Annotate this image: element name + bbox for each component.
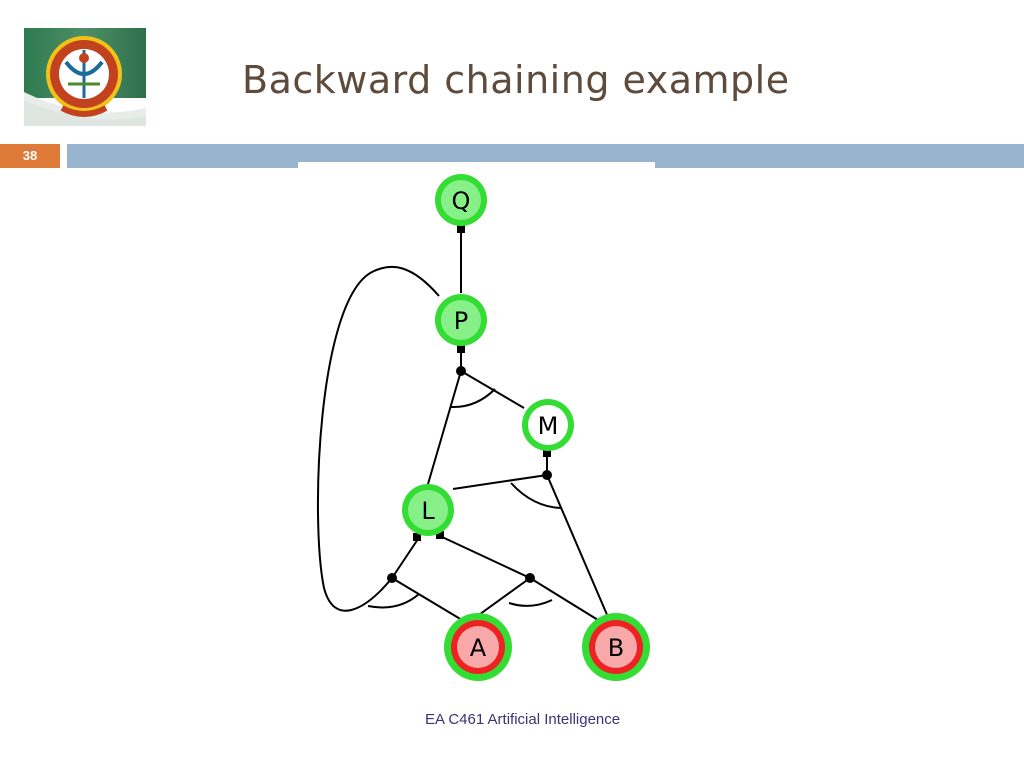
node-a-label: A [470,634,487,662]
arrowhead-l-right [436,531,444,539]
node-m-core [528,405,568,445]
node-l-core [408,490,448,530]
node-q-core [441,180,481,220]
and-junction-l-right [525,573,535,583]
edge-l-to-p-junction [427,370,462,485]
junction-layer [387,366,552,583]
node-b: B [582,613,650,681]
and-junction-p [456,366,466,376]
arrowhead-p [457,345,465,353]
institute-logo [24,28,146,126]
node-p-label: P [454,307,468,335]
edge-m-to-p-junction [460,370,525,409]
node-b-label: B [608,634,624,662]
edge-junction-to-l-right [439,535,531,579]
arrowhead-m [543,449,551,457]
node-q-label: Q [452,187,471,215]
node-m-label: M [538,412,559,440]
arrowhead-l-left [413,533,421,541]
and-arc-m [510,482,562,509]
slide-footer: EA C461 Artificial Intelligence [425,711,621,728]
node-q: Q [435,174,487,226]
and-arc-l-left [367,593,420,609]
slide-number: 38 [0,144,60,168]
node-p: P [435,294,487,346]
arrowhead-q [457,225,465,233]
node-p-core [441,300,481,340]
diagram-backdrop [298,162,655,692]
and-arc-l-right [508,599,553,607]
edge-p-loop-to-l-left-junction [316,265,440,612]
node-m: M [522,399,574,451]
node-a-core [457,626,499,668]
node-b-core [595,626,637,668]
edge-layer [316,231,609,621]
logo-emblem-icon [24,28,146,126]
edge-junction-to-l-left [391,535,421,579]
node-l-label: L [421,497,435,525]
edge-a-to-l-right-junction [475,577,531,618]
edge-b-to-l-right-junction [529,577,599,621]
slide-title: Backward chaining example [242,58,790,102]
and-arc-p [450,388,496,409]
node-a: A [444,613,512,681]
edge-l-to-m-junction [452,474,548,490]
and-junction-l-left [387,573,397,583]
node-l: L [402,484,454,536]
and-junction-m [542,470,552,480]
edge-a-to-l-left-junction [391,577,463,621]
arrowhead-layer [413,225,551,541]
edge-b-to-m-junction [546,474,609,618]
